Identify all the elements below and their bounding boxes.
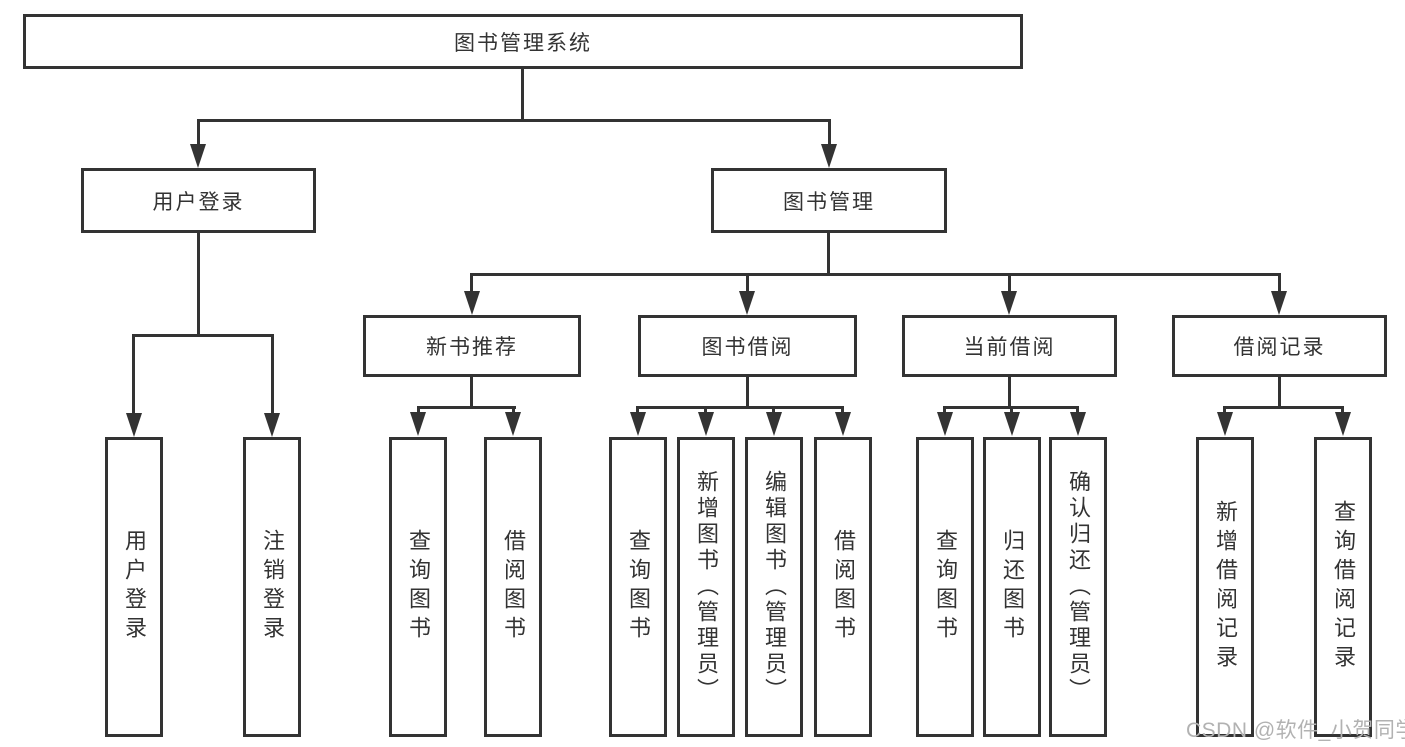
node-user-login-label: 用户登录: [152, 190, 245, 214]
arrowhead-leaf-5: [698, 412, 714, 436]
connector-records-bar: [1223, 406, 1344, 409]
node-query-books-1-label: 查询图书: [406, 529, 431, 645]
node-confirm-return-admin: 确认归还（管理员）: [1049, 437, 1107, 737]
connector-drop-leaf-4: [636, 406, 639, 416]
node-borrow-records-label: 借阅记录: [1233, 336, 1326, 359]
arrowhead-borrowing: [739, 291, 755, 315]
node-root: 图书管理系统: [23, 14, 1023, 69]
arrowhead-leaf-10: [1070, 412, 1086, 436]
node-user-login-leaf: 用户登录: [105, 437, 163, 737]
node-book-borrowing: 图书借阅: [638, 315, 857, 377]
node-return-book-label: 归还图书: [1000, 529, 1025, 645]
node-return-book: 归还图书: [983, 437, 1041, 737]
node-add-borrow-record: 新增借阅记录: [1196, 437, 1254, 737]
connector-userlogin-bar: [132, 334, 274, 337]
arrowhead-leaf-12: [1335, 412, 1351, 436]
node-add-book-admin: 新增图书（管理员）: [677, 437, 735, 737]
arrowhead-current: [1001, 291, 1017, 315]
node-logout: 注销登录: [243, 437, 301, 737]
connector-records-stem: [1278, 377, 1281, 409]
node-new-book-recommend: 新书推荐: [363, 315, 581, 377]
connector-drop-book-mgmt: [828, 119, 831, 148]
connector-drop-leaf-0: [132, 334, 135, 413]
node-query-books-2-label: 查询图书: [626, 529, 651, 645]
connector-drop-current: [1008, 273, 1011, 293]
arrowhead-leaf-9: [1004, 412, 1020, 436]
arrowhead-user-login: [190, 144, 206, 168]
node-logout-label: 注销登录: [260, 529, 285, 645]
connector-drop-leaf-9: [1010, 406, 1013, 416]
connector-drop-leaf-2: [417, 406, 420, 416]
connector-drop-borrowing: [746, 273, 749, 293]
connector-bookmgmt-bar: [470, 273, 1281, 276]
connector-drop-leaf-3: [512, 406, 515, 416]
connector-newbook-stem: [470, 377, 473, 409]
connector-userlogin-stem: [197, 233, 200, 337]
node-confirm-return-admin-label: 确认归还（管理员）: [1066, 470, 1091, 704]
node-query-books-3: 查询图书: [916, 437, 974, 737]
node-user-login: 用户登录: [81, 168, 316, 233]
node-borrow-books-1-label: 借阅图书: [501, 529, 526, 645]
connector-drop-records: [1278, 273, 1281, 293]
connector-drop-leaf-6: [772, 406, 775, 416]
arrowhead-book-mgmt: [821, 144, 837, 168]
node-query-books-2: 查询图书: [609, 437, 667, 737]
node-book-borrowing-label: 图书借阅: [701, 336, 794, 359]
node-query-books-3-label: 查询图书: [933, 529, 958, 645]
connector-root-stem: [521, 69, 524, 119]
arrowhead-records: [1271, 291, 1287, 315]
node-query-books-1: 查询图书: [389, 437, 447, 737]
node-query-borrow-record: 查询借阅记录: [1314, 437, 1372, 737]
node-add-borrow-record-label: 新增借阅记录: [1213, 500, 1238, 674]
csdn-watermark: CSDN @软件_小贺同学: [1186, 719, 1405, 742]
node-borrow-books-2: 借阅图书: [814, 437, 872, 737]
arrowhead-leaf-4: [630, 412, 646, 436]
connector-drop-leaf-12: [1341, 406, 1344, 416]
connector-drop-leaf-1: [271, 334, 274, 413]
node-edit-book-admin-label: 编辑图书（管理员）: [762, 470, 787, 704]
arrowhead-leaf-0: [126, 413, 142, 437]
node-borrow-books-1: 借阅图书: [484, 437, 542, 737]
node-book-management: 图书管理: [711, 168, 947, 233]
connector-borrowing-bar: [636, 406, 844, 409]
connector-drop-user-login: [197, 119, 200, 148]
connector-root-bar: [197, 119, 831, 122]
node-new-book-recommend-label: 新书推荐: [426, 336, 518, 359]
connector-drop-newbook: [470, 273, 473, 293]
node-current-borrowing-label: 当前借阅: [963, 336, 1056, 359]
node-query-borrow-record-label: 查询借阅记录: [1331, 500, 1356, 674]
node-book-management-label: 图书管理: [783, 190, 875, 214]
node-current-borrowing: 当前借阅: [902, 315, 1117, 377]
arrowhead-newbook: [464, 291, 480, 315]
node-borrow-books-2-label: 借阅图书: [831, 529, 856, 645]
arrowhead-leaf-1: [264, 413, 280, 437]
connector-drop-leaf-8: [943, 406, 946, 416]
connector-drop-leaf-7: [841, 406, 844, 416]
arrowhead-leaf-11: [1217, 412, 1233, 436]
node-borrow-records: 借阅记录: [1172, 315, 1387, 377]
arrowhead-leaf-6: [766, 412, 782, 436]
arrowhead-leaf-2: [410, 412, 426, 436]
connector-bookmgmt-stem: [827, 233, 830, 276]
node-user-login-leaf-label: 用户登录: [122, 529, 147, 645]
connector-borrowing-stem: [746, 377, 749, 409]
arrowhead-leaf-7: [835, 412, 851, 436]
node-add-book-admin-label: 新增图书（管理员）: [694, 470, 719, 704]
node-root-label: 图书管理系统: [454, 31, 592, 55]
connector-newbook-bar: [417, 406, 516, 409]
connector-drop-leaf-11: [1223, 406, 1226, 416]
arrowhead-leaf-8: [937, 412, 953, 436]
connector-drop-leaf-5: [704, 406, 707, 416]
connector-drop-leaf-10: [1076, 406, 1079, 416]
connector-current-stem: [1008, 377, 1011, 409]
node-edit-book-admin: 编辑图书（管理员）: [745, 437, 803, 737]
arrowhead-leaf-3: [505, 412, 521, 436]
